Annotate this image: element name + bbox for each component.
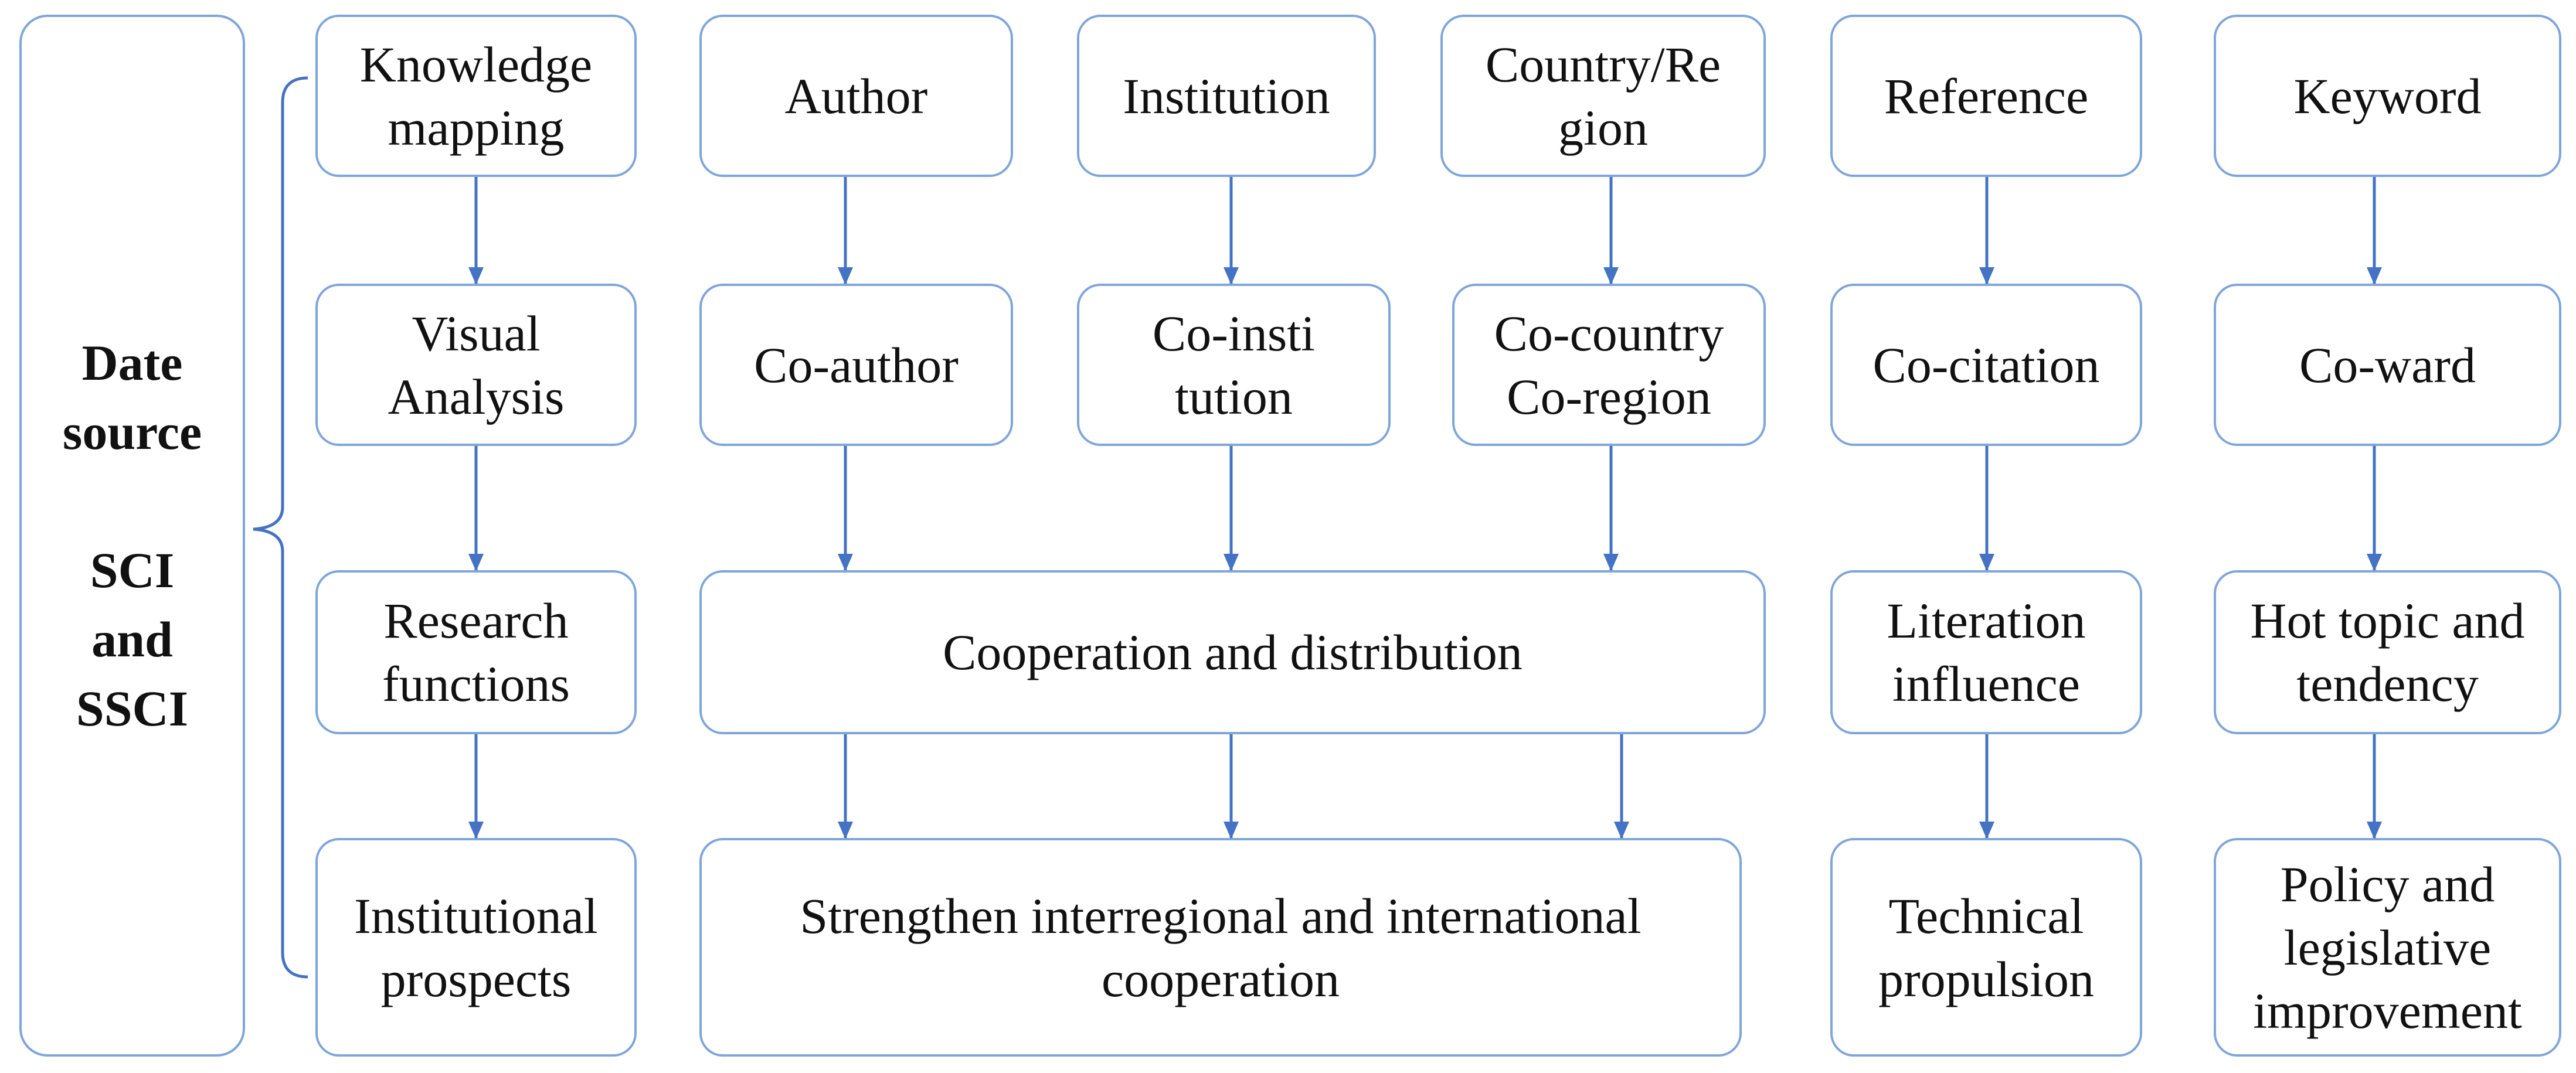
strengthen-cooperation-label: Strengthen interregional and internation… [800,887,1642,1007]
country-region-label: Country/Region [1485,36,1721,156]
visual-analysis-label: Visual Analysis [388,305,565,425]
institution-box: Institution [1077,15,1376,177]
policy-legislative-label: Policy and legislative improvement [2253,856,2522,1039]
source-db-line1: SCI [90,542,175,598]
co-institution-label: Co-institution [1152,305,1316,425]
institutional-prospects-label: Institutional prospects [354,887,598,1007]
technical-propulsion-label: Technical propulsion [1878,887,2094,1007]
co-author-label: Co-author [754,336,959,393]
co-citation-box: Co-citation [1830,284,2142,446]
literation-influence-label: Literation influence [1887,592,2086,712]
knowledge-mapping-box: Knowledge mapping [315,15,637,177]
institution-label: Institution [1123,67,1330,124]
source-db-line3: SSCI [76,680,189,737]
co-ward-box: Co-ward [2214,284,2561,446]
cooperation-distribution-box: Cooperation and distribution [699,570,1766,734]
visual-analysis-box: Visual Analysis [315,284,637,446]
co-institution-box: Co-institution [1077,284,1391,446]
institutional-prospects-box: Institutional prospects [315,838,637,1057]
source-db-line2: and [91,611,173,667]
hot-topic-tendency-box: Hot topic and tendency [2214,570,2561,734]
reference-box: Reference [1830,15,2142,177]
co-author-box: Co-author [699,284,1013,446]
keyword-box: Keyword [2214,15,2561,177]
research-functions-box: Research functions [315,570,637,734]
cooperation-distribution-label: Cooperation and distribution [943,624,1523,680]
technical-propulsion-box: Technical propulsion [1830,838,2142,1057]
knowledge-mapping-label: Knowledge mapping [359,36,593,156]
keyword-label: Keyword [2293,67,2482,124]
reference-label: Reference [1884,67,2089,124]
co-citation-label: Co-citation [1872,336,2100,393]
source-title-line2: source [62,404,202,460]
co-country-region-box: Co-country Co-region [1452,284,1766,446]
author-label: Author [784,67,928,124]
source-title-line1: Date [81,335,183,391]
strengthen-cooperation-box: Strengthen interregional and internation… [699,838,1742,1057]
policy-legislative-box: Policy and legislative improvement [2214,838,2561,1057]
literation-influence-box: Literation influence [1830,570,2142,734]
source-bracket [253,76,308,979]
author-box: Author [699,15,1013,177]
data-source-box: Date source SCI and SSCI [19,15,245,1057]
hot-topic-tendency-label: Hot topic and tendency [2250,592,2525,712]
country-region-box: Country/Region [1440,15,1766,177]
co-ward-label: Co-ward [2299,336,2476,393]
research-functions-label: Research functions [382,592,570,712]
co-country-region-label: Co-country Co-region [1494,305,1724,425]
